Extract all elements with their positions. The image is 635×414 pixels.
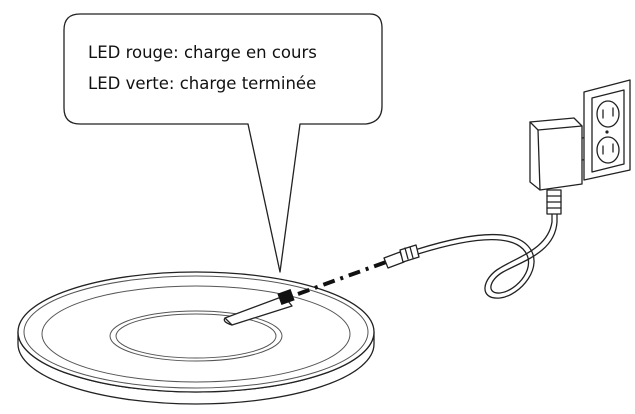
- callout-line-red-led: LED rouge: charge en cours: [88, 43, 317, 62]
- callout-line-green-led: LED verte: charge terminée: [88, 74, 316, 93]
- charging-pad: [17, 271, 375, 405]
- led-indicator: [223, 288, 295, 326]
- wall-outlet: [583, 79, 631, 181]
- power-cable: [383, 189, 562, 299]
- connection-indicator: [297, 260, 387, 296]
- callout-bubble: LED rouge: charge en cours LED verte: ch…: [63, 13, 383, 273]
- led-light: [277, 288, 295, 306]
